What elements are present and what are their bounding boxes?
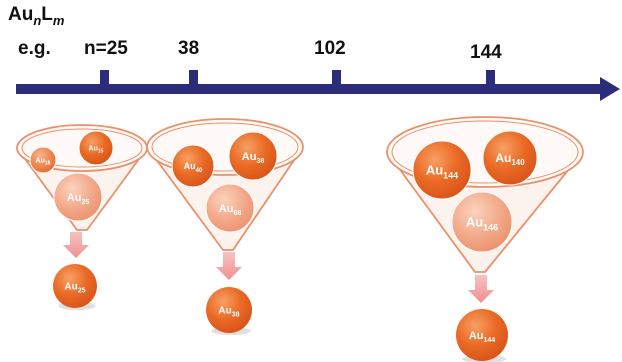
formula-n: n	[33, 12, 42, 28]
cluster-sphere	[53, 172, 103, 222]
axis-arrowhead	[600, 77, 620, 101]
cluster-sphere	[451, 191, 513, 253]
example-label: e.g.	[18, 38, 51, 59]
product-sphere	[206, 287, 252, 333]
funnels: Au18Au15Au25Au25Au40Au38Au68Au38Au144Au1…	[16, 116, 584, 362]
cluster-label-au68: Au68	[219, 203, 242, 217]
axis-tick-3	[486, 70, 495, 86]
cluster-sphere	[78, 130, 114, 166]
cluster-sphere	[228, 131, 278, 181]
cluster-sphere	[482, 130, 538, 186]
tick-label-102: 102	[314, 38, 346, 59]
product-label-au144: Au144	[469, 330, 495, 344]
product-label-au25: Au25	[64, 282, 85, 295]
timeline-axis	[16, 70, 620, 101]
formula-ligand: L	[41, 4, 53, 25]
product-sphere	[53, 264, 97, 308]
axis-bar	[16, 84, 604, 94]
down-arrow-icon	[468, 275, 494, 303]
cluster-label-au146: Au146	[466, 215, 498, 233]
formula-m: m	[52, 12, 65, 28]
funnel-rim	[146, 118, 304, 176]
axis-tick-1	[189, 70, 198, 86]
tick-label-144: 144	[470, 42, 502, 63]
down-arrow-icon	[63, 232, 89, 258]
cluster-sphere	[171, 144, 215, 188]
tick-label-n25: n=25	[84, 38, 128, 59]
cluster-label-au25: Au25	[67, 192, 90, 206]
product-sphere	[456, 309, 508, 361]
down-arrow-icon	[216, 252, 242, 280]
product-label-au38: Au38	[218, 306, 239, 319]
cluster-label-au40: Au40	[184, 161, 203, 174]
cluster-formula: AunLm	[8, 4, 64, 28]
cluster-label-au18: Au18	[36, 157, 51, 166]
tick-label-38: 38	[178, 38, 200, 59]
axis-tick-2	[332, 70, 341, 86]
funnel-rim-inner	[391, 120, 579, 184]
cluster-sphere	[412, 140, 472, 200]
funnel-rim-inner	[151, 122, 299, 172]
cluster-label-au144: Au144	[426, 163, 458, 181]
cluster-label-au38: Au38	[242, 151, 265, 165]
cluster-sphere	[205, 183, 255, 233]
funnel-rim-inner	[21, 128, 143, 168]
axis-tick-0	[100, 70, 109, 86]
cluster-label-au15: Au15	[89, 145, 104, 154]
formula-base: Au	[8, 4, 34, 25]
cluster-sphere	[29, 146, 57, 174]
cluster-label-au140: Au140	[495, 151, 525, 167]
